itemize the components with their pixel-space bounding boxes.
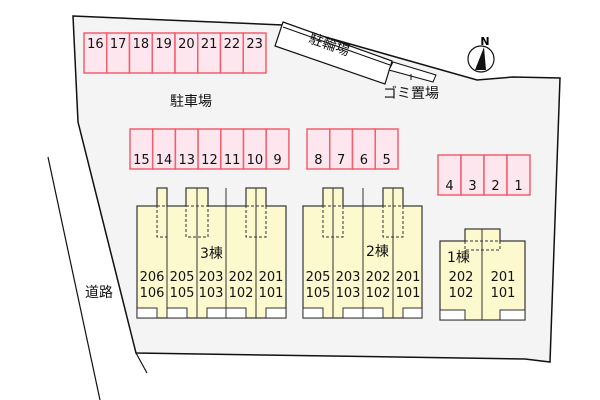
parking-space: 21 [197,32,222,74]
unit-number: 205 [170,270,195,285]
svg-text:15: 15 [133,153,150,168]
parking-space: 12 [197,128,222,170]
svg-text:19: 19 [155,37,172,52]
unit-number: 101 [491,286,516,301]
svg-text:20: 20 [178,37,195,52]
parking-space: 10 [242,128,267,170]
svg-text:17: 17 [110,37,127,52]
parking-space: 22 [219,32,244,74]
parking-space: 7 [329,128,354,170]
unit-number: 102 [366,286,391,301]
parking-space: 23 [242,32,267,74]
svg-text:23: 23 [246,37,263,52]
unit-number: 203 [336,270,361,285]
unit-number: 101 [396,286,421,301]
unit-number: 202 [229,270,254,285]
bicycle-parking: 駐輪場 [274,21,393,85]
parking-space: 19 [151,32,176,74]
svg-text:12: 12 [201,153,218,168]
unit-number: 101 [259,286,284,301]
svg-text:2: 2 [491,179,499,194]
parking-space: 3 [460,154,485,196]
parking-space: 17 [106,32,131,74]
unit-number: 103 [336,286,361,301]
road-label: 道路 [85,285,113,301]
building-name: 1棟 [447,250,470,266]
lot-edge-lower [135,352,148,374]
parking-space: 6 [351,128,376,170]
road-edge [47,156,101,400]
unit-number: 105 [170,286,195,301]
svg-text:4: 4 [445,179,453,194]
svg-text:21: 21 [201,37,218,52]
unit-number: 105 [306,286,331,301]
unit-number: 201 [259,270,284,285]
parking-space: 1 [506,154,531,196]
parking-space: 18 [128,32,153,74]
north-compass: N [467,35,495,73]
svg-text:10: 10 [247,153,264,168]
parking-space: 5 [374,128,399,170]
parking-space: 13 [174,128,199,170]
svg-text:N: N [480,35,489,48]
parking-space: 2 [483,154,508,196]
svg-text:16: 16 [87,37,104,52]
svg-text:1: 1 [514,179,522,194]
svg-text:6: 6 [360,153,368,168]
svg-text:ゴミ置場: ゴミ置場 [383,85,439,102]
parking-space: 11 [220,128,245,170]
parking-space: 14 [151,128,177,170]
svg-text:5: 5 [382,153,390,168]
unit-number: 203 [199,270,224,285]
parking-space: 9 [265,128,290,170]
unit-number: 201 [491,270,516,285]
unit-number: 106 [140,286,165,301]
svg-text:3: 3 [468,179,476,194]
unit-number: 102 [229,286,254,301]
svg-text:8: 8 [314,153,322,168]
unit-number: 205 [306,270,331,285]
svg-text:7: 7 [337,153,345,168]
svg-text:13: 13 [178,153,195,168]
unit-number: 103 [199,286,224,301]
garbage-area: ゴミ置場 [383,61,439,102]
svg-text:11: 11 [224,153,241,168]
building-name: 3棟 [200,246,223,262]
unit-number: 201 [396,270,421,285]
parking-space: 16 [83,32,108,74]
unit-number: 202 [366,270,391,285]
parking-label: 駐車場 [170,93,212,110]
parking-space: 15 [129,128,154,170]
unit-number: 202 [449,270,474,285]
svg-text:18: 18 [133,37,150,52]
parking-space: 20 [174,32,199,74]
unit-number: 206 [140,270,165,285]
svg-text:9: 9 [273,153,281,168]
building-name: 2棟 [366,244,389,260]
parking-space: 4 [437,154,462,196]
unit-number: 102 [449,286,474,301]
svg-text:22: 22 [224,37,241,52]
svg-text:14: 14 [156,153,173,168]
parking-space: 8 [306,128,331,170]
